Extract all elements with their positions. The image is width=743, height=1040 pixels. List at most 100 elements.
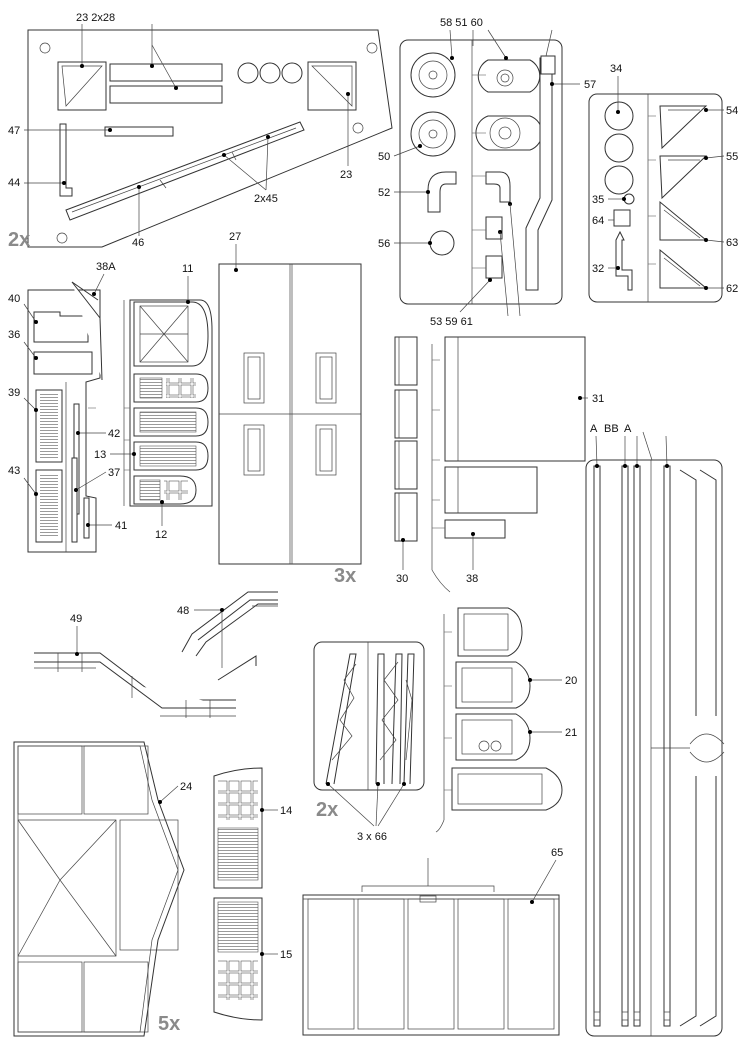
label-23-right: 23 xyxy=(340,169,352,181)
label-41: 41 xyxy=(115,520,127,532)
hatch-12 xyxy=(133,475,197,505)
part-23-left xyxy=(57,61,107,111)
shutter-15: 15 xyxy=(213,897,292,1021)
label-12: 12 xyxy=(155,529,167,541)
rail-A-right xyxy=(663,465,671,1027)
label-24: 24 xyxy=(180,781,192,793)
label-40: 40 xyxy=(8,293,20,305)
sprue-brackets: 34 54 55 35 64 63 32 62 xyxy=(588,63,738,303)
rail-BB-1 xyxy=(621,465,629,1027)
disc-34-c xyxy=(604,165,634,195)
label-11: 11 xyxy=(182,263,193,275)
label-56: 56 xyxy=(378,238,390,250)
label-23-2x28: 23 2x28 xyxy=(76,12,115,24)
round-part-1 xyxy=(237,62,259,84)
bracket-62 xyxy=(659,248,708,289)
label-36: 36 xyxy=(8,329,20,341)
label-65: 65 xyxy=(551,847,563,859)
rail-A-left xyxy=(593,465,601,1027)
ladder-43 xyxy=(35,469,63,543)
sprue-rails: A BB A xyxy=(585,423,725,1037)
sprue-fans: 58 51 60 57 50 52 56 53 59 61 xyxy=(378,17,596,328)
motor-53 xyxy=(485,216,503,240)
label-34: 34 xyxy=(610,63,622,75)
sprue-truss: 2x 3 x 66 xyxy=(313,641,425,843)
ladder-39 xyxy=(35,389,63,463)
label-55: 55 xyxy=(726,151,738,163)
panel-65: 65 xyxy=(302,847,563,1036)
hatch-11 xyxy=(133,301,209,367)
panel-30-d xyxy=(394,492,418,542)
panel-38 xyxy=(444,519,506,539)
multiplier-2x-truss: 2x xyxy=(316,799,338,821)
panel-30-c xyxy=(394,440,418,490)
sprue-panels: 31 30 38 xyxy=(394,336,604,593)
round-part-2 xyxy=(259,62,281,84)
label-15: 15 xyxy=(280,949,292,961)
part-44 xyxy=(59,123,73,197)
handrail-1a xyxy=(679,469,697,716)
hatch-10 xyxy=(133,373,209,403)
truss-66-b xyxy=(375,653,403,785)
label-31: 31 xyxy=(592,393,604,405)
fan-housing-51 xyxy=(477,59,541,93)
disc-34-a xyxy=(604,101,634,131)
label-3x66: 3 x 66 xyxy=(357,831,387,843)
disc-34-b xyxy=(604,133,634,163)
label-20: 20 xyxy=(565,675,577,687)
label-48: 48 xyxy=(177,605,189,617)
pipe-57 xyxy=(525,57,553,291)
tab-21 xyxy=(455,713,531,761)
sprue-ladders: 38A 40 36 39 42 37 43 41 xyxy=(8,261,127,553)
label-49: 49 xyxy=(70,613,82,625)
fan-housing-58 xyxy=(410,52,456,98)
multiplier-2x-top: 2x xyxy=(8,229,30,251)
label-27: 27 xyxy=(229,231,241,243)
label-54: 54 xyxy=(726,105,738,117)
label-13: 13 xyxy=(94,449,106,461)
label-32: 32 xyxy=(592,263,604,275)
label-43: 43 xyxy=(8,465,20,477)
label-38: 38 xyxy=(466,573,478,585)
part-23-right xyxy=(307,61,357,111)
sprue-tabs: 20 21 xyxy=(435,607,577,833)
sprue-ticks xyxy=(88,74,656,791)
bracket-32 xyxy=(615,230,633,291)
label-38A: 38A xyxy=(96,261,116,273)
rail-41 xyxy=(83,497,90,539)
label-39: 39 xyxy=(8,387,20,399)
label-53-59-61: 53 59 61 xyxy=(430,316,473,328)
label-14: 14 xyxy=(280,805,292,817)
railing-48: 48 xyxy=(177,591,278,681)
sprue-hatches: 11 13 12 xyxy=(94,263,213,541)
panel-30-b xyxy=(394,389,418,439)
handrail-2a xyxy=(679,776,697,1027)
elbow-52 xyxy=(427,171,457,213)
label-63: 63 xyxy=(726,237,738,249)
panel-36 xyxy=(33,351,93,375)
label-42: 42 xyxy=(108,428,120,440)
rail-37 xyxy=(71,457,78,543)
label-50: 50 xyxy=(378,151,390,163)
rail-38A xyxy=(71,281,103,381)
panel-40 xyxy=(33,311,89,343)
roof-panel-24: 24 5x xyxy=(13,741,192,1037)
hatch-13b xyxy=(133,441,209,471)
part-28-lower xyxy=(109,85,223,104)
tab-22 xyxy=(451,767,563,811)
part-47 xyxy=(104,126,174,137)
handrail-1b xyxy=(699,469,717,716)
disc-56 xyxy=(429,230,455,256)
rail-38A-top xyxy=(71,281,99,301)
sprue-top-left: 2x 23 2x28 47 44 46 2x45 23 xyxy=(8,12,393,251)
label-44: 44 xyxy=(8,177,20,189)
part-45-46-rails xyxy=(65,121,305,221)
label-58-51-60: 58 51 60 xyxy=(440,17,483,29)
tab-20 xyxy=(455,661,531,709)
handrail-2b xyxy=(699,776,717,1027)
multiplier-3x: 3x xyxy=(334,565,356,587)
label-A-right: A xyxy=(624,423,632,435)
panel-31 xyxy=(444,336,586,462)
label-30: 30 xyxy=(396,573,408,585)
label-BB: BB xyxy=(604,423,619,435)
